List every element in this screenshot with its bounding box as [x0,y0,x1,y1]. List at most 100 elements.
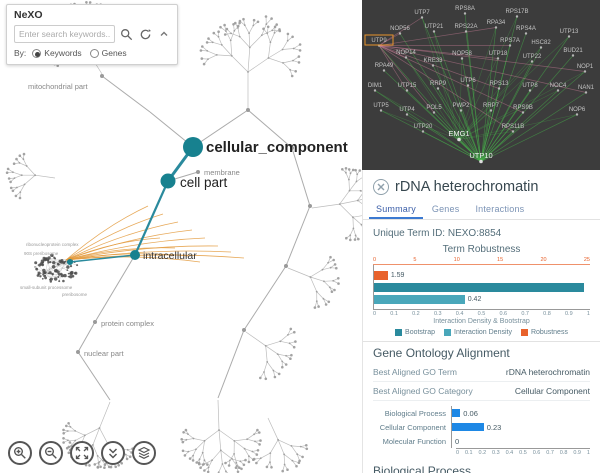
network-node-label[interactable]: UTP9 [371,38,387,44]
close-icon [377,183,385,191]
tree-label[interactable]: small-subunit processome [20,285,73,290]
network-node-label[interactable]: UTP18 [489,51,508,57]
gene-cluster[interactable] [34,253,79,283]
intracellular-node[interactable] [130,250,140,260]
selected-path-edges [67,137,203,265]
network-node-label[interactable]: UTP21 [425,24,444,30]
tree-label[interactable]: cell part [180,175,228,190]
network-node-label[interactable]: EMG1 [448,129,469,138]
network-node-label[interactable]: UTP4 [399,107,415,113]
network-node-label[interactable]: NOP6 [569,107,586,113]
tree-label[interactable]: nuclear part [84,349,125,358]
tree-skeleton-edges [76,74,312,401]
tree-label[interactable]: cellular_component [206,139,348,156]
bar-bootstrap [374,282,590,292]
network-node-label[interactable]: RPS8A [455,6,475,12]
collapse-tree-icon [108,448,118,459]
network-node-label[interactable]: BUD21 [563,48,583,54]
network-node-label[interactable]: RPA49 [375,63,394,69]
legend-bootstrap: Bootstrap [395,329,435,336]
network-canvas[interactable]: UTP7 RPS8A RPS17B NOP56 UTP21 RPS22A RPA34RPS4… [362,0,600,170]
network-node-label[interactable]: KRE33 [423,58,443,64]
network-node-label[interactable]: RPS22A [454,24,477,30]
network-node-label[interactable]: NOP56 [390,26,410,32]
network-node-label[interactable]: RPS11B [502,124,525,130]
network-node-label[interactable]: RPS9B [513,105,533,111]
network-node-label[interactable]: RRP9 [430,81,447,87]
zoom-out-icon [45,447,57,459]
bar-robustness: 1.59 [374,270,590,280]
tab-summary[interactable]: Summary [369,200,423,219]
zoom-in-button[interactable] [8,441,32,465]
network-node-label[interactable]: UTP7 [414,10,430,16]
search-mode-keywords[interactable]: Keywords [32,48,82,58]
search-input[interactable] [14,25,115,43]
network-node-label[interactable]: RPA34 [487,20,506,26]
legend-robustness: Robustness [520,329,568,336]
search-mode-genes[interactable]: Genes [89,48,127,58]
tree-label[interactable]: 90S preribosome [24,251,59,256]
cellular-component-node[interactable] [183,137,203,157]
network-node-label[interactable]: NOC4 [550,83,567,89]
network-node-label[interactable]: RPS17B [505,9,528,15]
collapse-chevron-icon[interactable] [156,26,172,42]
network-node-label[interactable]: UTP8 [522,83,538,89]
layers-button[interactable] [132,441,156,465]
network-node-label[interactable]: NOP14 [396,50,416,56]
network-node-label[interactable]: UTP22 [523,54,542,60]
network-node-label[interactable]: PWP2 [452,103,470,109]
by-label: By: [14,48,27,58]
detail-tabs: Summary Genes Interactions [363,198,600,220]
network-nodes: UTP7 RPS8A RPS17B NOP56 UTP21 RPS22A RPA34RPS4… [364,6,595,164]
close-button[interactable] [373,179,389,195]
term-id-value: NEXO:8854 [447,228,502,239]
term-id-line: Unique Term ID: NEXO:8854 [373,228,590,239]
tree-label[interactable]: mitochondrial part [28,82,89,91]
network-node-label[interactable]: RPS7A [500,38,520,44]
fit-to-screen-button[interactable] [70,441,94,465]
tree-label[interactable]: intracellular [143,250,197,262]
network-node-label[interactable]: UTP20 [414,124,433,130]
network-node-label[interactable]: HSC82 [531,40,551,46]
radio-icon[interactable] [32,48,42,58]
network-node-label[interactable]: RPS4A [516,26,536,32]
network-node-label[interactable]: UTP5 [373,103,389,109]
network-node-label[interactable]: DIM1 [368,83,383,89]
network-node-label[interactable]: NAN1 [578,85,595,91]
radio-icon[interactable] [89,48,99,58]
network-node-label[interactable]: NOP58 [452,51,472,57]
tree-label[interactable]: ribonucleoprotein complex [26,242,79,247]
tab-interactions[interactable]: Interactions [475,204,525,214]
network-node-label[interactable]: RRP7 [483,103,500,109]
zoom-out-button[interactable] [39,441,63,465]
tree-label[interactable]: membrane [204,168,240,177]
tab-genes[interactable]: Genes [431,204,460,214]
tree-label[interactable]: protein complex [101,319,154,328]
network-edges [374,13,587,162]
cluster-node[interactable] [67,259,73,265]
network-node-label[interactable]: UTP10 [469,151,492,160]
collapse-tree-button[interactable] [101,441,125,465]
network-node-label[interactable]: RPS13 [489,81,509,87]
network-node-label[interactable]: UTP13 [560,29,579,35]
robustness-title: Term Robustness [442,244,521,255]
search-icon[interactable] [118,26,134,42]
network-node-label[interactable]: NOP1 [577,64,594,70]
network-node-label[interactable]: UTP6 [460,78,476,84]
tree-label[interactable]: preribosome [62,292,88,297]
reset-icon[interactable] [137,26,153,42]
cell-part-node[interactable] [160,173,176,189]
network-node-label[interactable]: POL5 [426,105,442,111]
network-node-label[interactable]: UTP15 [398,83,417,89]
